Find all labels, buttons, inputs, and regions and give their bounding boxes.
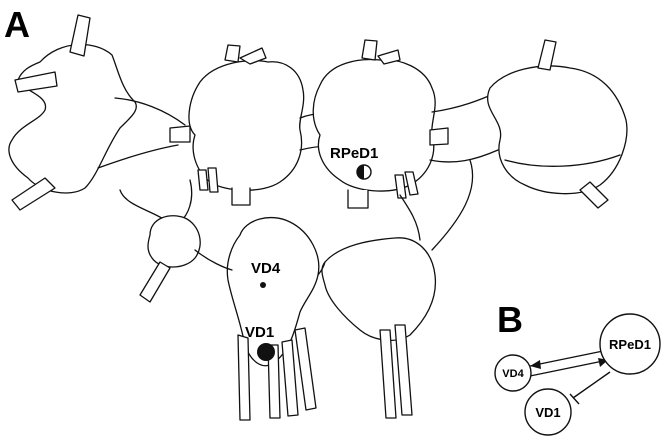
pleural-loop-left-2: [180, 180, 192, 222]
left-pedal-ganglion: [9, 45, 136, 193]
vd1-label: VD1: [245, 324, 274, 341]
right-central-ganglion: [313, 60, 435, 191]
vd1-soma: [257, 343, 275, 361]
rped1-label: RPeD1: [330, 145, 378, 162]
vd1-node-label: VD1: [535, 405, 560, 420]
right-pedal-ganglion: [488, 66, 627, 194]
pleural-loop-left: [120, 190, 165, 220]
right-pleural-connective-2: [432, 160, 473, 250]
left-parietal-ganglion: [148, 216, 200, 267]
visceral-nerve-3: [282, 340, 298, 416]
connection-rped1-to-vd1: [573, 372, 610, 398]
right-central-nerve-bottom: [348, 190, 368, 208]
panel-b-label: B: [497, 299, 523, 340]
left-central-nerve-top-1: [225, 45, 240, 62]
right-central-side-nerve: [430, 128, 448, 145]
left-parietal-nerve: [140, 262, 170, 302]
connection-rped1-to-vd4: [530, 360, 608, 376]
right-pleural-connective: [400, 195, 420, 240]
rped1-node-label: RPeD1: [609, 337, 651, 352]
panel-a-label: A: [4, 4, 30, 45]
left-connective-lower: [98, 145, 178, 168]
ganglia-drawing: RPeD1 VD4 VD1: [9, 15, 627, 420]
visceral-nerve-1: [238, 335, 250, 420]
right-parietal-ganglion: [322, 238, 435, 341]
inhibitory-synapse-on-vd4: [530, 360, 541, 369]
visceral-nerve-4: [295, 328, 316, 410]
vd4-node-label: VD4: [502, 368, 524, 380]
vd4-soma: [260, 282, 266, 288]
left-central-stub-2: [208, 168, 218, 192]
left-central-stub-1: [198, 170, 208, 190]
connection-vd4-to-rped1: [530, 350, 608, 366]
visceral-connective: [195, 250, 232, 270]
vd4-label: VD4: [251, 260, 281, 277]
right-central-nerve-top-1: [362, 40, 377, 60]
parietal-nerve-2: [395, 325, 412, 415]
right-connective-lower: [430, 150, 498, 162]
right-nerve-bottom: [580, 182, 608, 208]
parietal-nerve-1: [380, 330, 396, 418]
left-central-nerve-bottom: [232, 188, 250, 205]
left-central-side-nerve: [170, 126, 190, 142]
